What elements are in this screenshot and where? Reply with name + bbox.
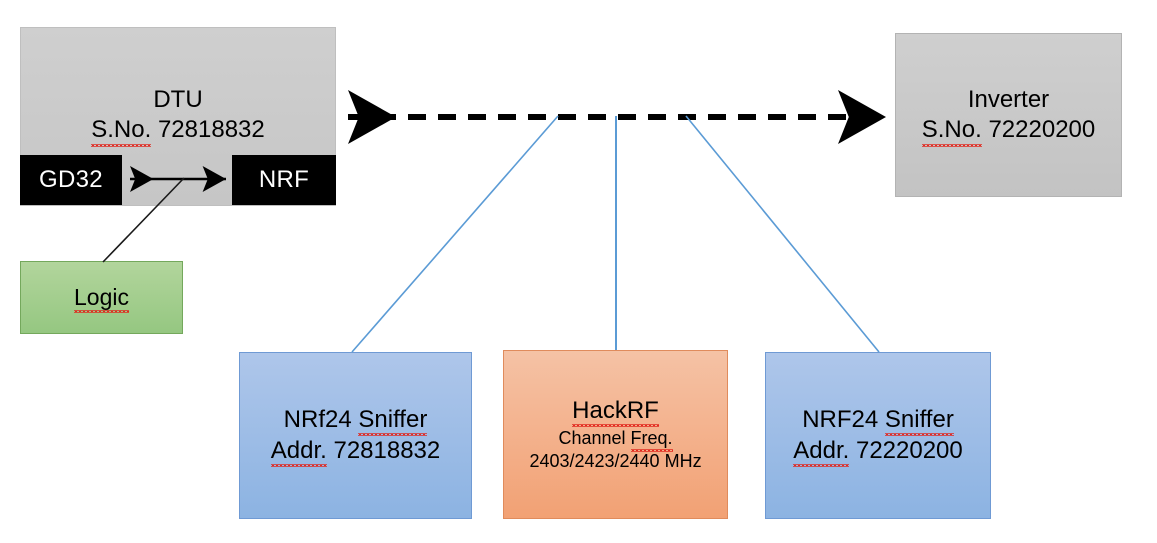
hackrf-channel-label: Channel Freq.: [558, 428, 673, 452]
sniffer-left-title-a: NRf24: [283, 405, 359, 433]
inverter-serial-value: 72220200: [981, 116, 1096, 144]
sniffer-right-addr-label: Addr.: [793, 437, 850, 468]
nrf-chip-block[interactable]: NRF: [232, 155, 336, 205]
hackrf-title: HackRF: [572, 397, 659, 428]
hackrf-node[interactable]: HackRF Channel Freq. 2403/2423/2440 MHz: [503, 350, 728, 519]
dtu-serial: S.No. 72818832: [91, 116, 265, 147]
inverter-serial: S.No. 72220200: [921, 116, 1096, 147]
sniffer-right-title-a: NRF24: [802, 405, 885, 433]
logic-analyzer-node[interactable]: Logic: [20, 261, 183, 334]
sniffer-left-addr: Addr. 72818832: [270, 437, 441, 468]
dtu-serial-label: S.No.: [91, 116, 152, 147]
sniffer-right-addr: Addr. 72220200: [793, 437, 963, 468]
sniffer-left-title: NRf24 Sniffer: [283, 405, 428, 437]
sniffer-left-addr-value: 72818832: [326, 437, 441, 464]
nrf24-sniffer-left-node[interactable]: NRf24 Sniffer Addr. 72818832: [239, 352, 472, 519]
sniffer-left-addr-label: Addr.: [270, 437, 327, 468]
hackrf-channel-label-a: Channel: [558, 428, 631, 449]
hackrf-channel-label-b: Freq.: [630, 428, 673, 452]
gd32-label: GD32: [39, 166, 103, 193]
dtu-serial-value: 72818832: [151, 116, 265, 144]
sniffer-right-addr-value: 72220200: [849, 437, 963, 464]
sniffer-right-title-b: Sniffer: [884, 405, 954, 437]
gd32-chip-block[interactable]: GD32: [20, 155, 122, 205]
nrf-label: NRF: [258, 166, 310, 193]
hackrf-title-text: HackRF: [572, 397, 659, 428]
sniffer-right-tap-line: [685, 115, 880, 353]
sniffer-left-title-b: Sniffer: [358, 405, 428, 437]
inverter-serial-label: S.No.: [921, 116, 982, 147]
sniffer-left-tap-line: [351, 115, 559, 353]
inverter-title: Inverter: [967, 86, 1050, 113]
sniffer-right-title: NRF24 Sniffer: [802, 405, 954, 437]
dtu-title: DTU: [153, 86, 203, 113]
inverter-node[interactable]: Inverter S.No. 72220200: [895, 33, 1122, 197]
nrf24-sniffer-right-node[interactable]: NRF24 Sniffer Addr. 72220200: [765, 352, 991, 519]
logic-label: Logic: [74, 283, 129, 314]
hackrf-frequencies: 2403/2423/2440 MHz: [529, 450, 702, 471]
